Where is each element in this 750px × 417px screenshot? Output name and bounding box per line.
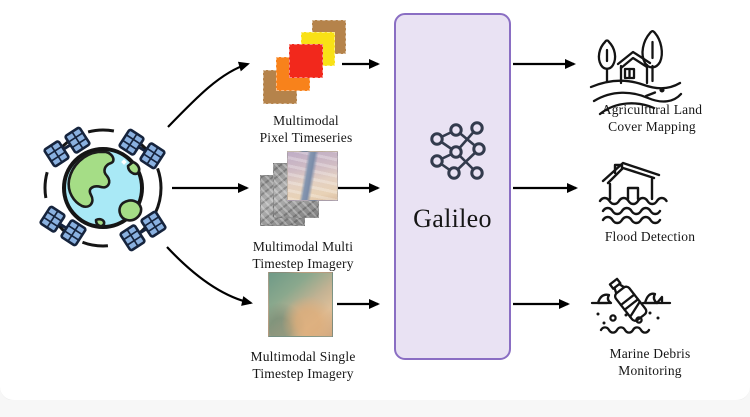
output-label-agricultural: Agricultural Land Cover Mapping — [601, 102, 703, 134]
input-label-single-timestep: Multimodal Single Timestep Imagery — [250, 349, 356, 381]
output-label-flood: Flood Detection — [604, 229, 696, 244]
earth-with-satellites-icon — [38, 125, 168, 253]
arrow-earth-to-pixel-timeseries — [167, 61, 250, 128]
bottle-in-water-icon — [590, 277, 672, 334]
orbit-dashed-ring — [43, 128, 163, 248]
arrow-earth-to-single-timestep — [166, 246, 253, 306]
neural-network-icon — [430, 121, 486, 180]
input-label-pixel-timeseries: Multimodal Pixel Timeseries — [259, 113, 353, 145]
continents — [67, 150, 143, 228]
galileo-model-box: Galileo — [394, 13, 511, 360]
single-satellite-image-icon — [268, 272, 333, 337]
flooded-house-icon — [598, 161, 668, 225]
output-label-marine: Marine Debris Monitoring — [609, 346, 691, 378]
pixel-tile-red — [289, 44, 323, 78]
page-footer-strip — [0, 400, 750, 417]
optical-image-tile-front — [287, 151, 338, 201]
farm-field-icon — [589, 29, 683, 116]
galileo-model-name: Galileo — [413, 204, 492, 233]
input-label-multi-timestep: Multimodal Multi Timestep Imagery — [252, 239, 354, 271]
